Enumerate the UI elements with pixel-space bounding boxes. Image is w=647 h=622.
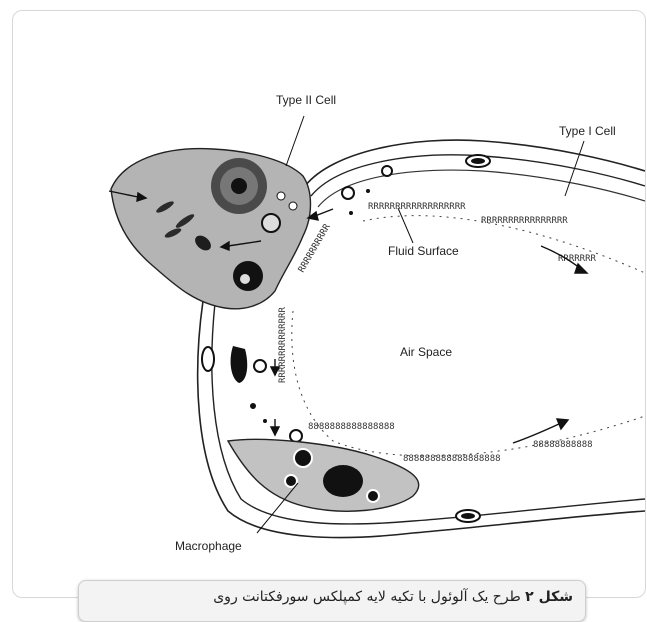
vesicle (289, 202, 297, 210)
svg-text:RRRRRRRRRRRRRRRR: RRRRRRRRRRRRRRRR (481, 216, 568, 226)
macrophage-body (228, 439, 419, 511)
type-ii-cell-label: Type II Cell (276, 93, 336, 107)
type-ii-cell-body (111, 149, 311, 309)
tubular-myelin (231, 346, 248, 383)
svg-text:8888888888888888: 8888888888888888 (308, 422, 395, 432)
diagram-frame: RRRRRRRRRRRRRRRRRR RRRRRRRRRRRRRRRR RRRR… (12, 10, 646, 598)
capillary-cell (202, 347, 214, 371)
air-space-label: Air Space (400, 345, 452, 359)
caption-body: طرح یک آلوئول با تکیه لایه کمپلکس سورفکت… (213, 589, 521, 605)
air-space-boundary (292, 216, 645, 456)
svg-text:888888888888888888: 888888888888888888 (403, 454, 501, 464)
fluid-surface-label: Fluid Surface (388, 244, 459, 258)
svg-text:RRRRRRRRRRRRRRRRRR: RRRRRRRRRRRRRRRRRR (368, 202, 466, 212)
type-i-cell-label: Type I Cell (559, 124, 616, 138)
figure-number: شکل ۲ (525, 589, 573, 605)
type-ii-nucleus (231, 178, 247, 194)
type-i-nucleus-core (471, 158, 485, 164)
vesicle (262, 214, 280, 232)
caption-text: شکل ۲ طرح یک آلوئول با تکیه لایه کمپلکس … (213, 589, 573, 605)
svg-text:RRRRRRRRRRRRRR: RRRRRRRRRRRRRR (278, 307, 288, 383)
endothelial-nucleus-core (461, 513, 475, 519)
macrophage-vacuole (294, 449, 312, 467)
svg-text:88888888888: 88888888888 (533, 440, 593, 450)
figure-caption: شکل ۲ طرح یک آلوئول با تکیه لایه کمپلکس … (78, 580, 586, 622)
lamellar-body-core (240, 274, 250, 284)
flow-arrows (513, 246, 587, 443)
macrophage-nucleus (323, 465, 363, 497)
svg-text:RRRRRRR: RRRRRRR (558, 254, 597, 264)
surfactant-monolayer: RRRRRRRRRRRRRRRRRR RRRRRRRRRRRRRRRR RRRR… (278, 202, 597, 464)
vesicle (277, 192, 285, 200)
macrophage-vacuole (367, 490, 379, 502)
macrophage-vacuole (285, 475, 297, 487)
macrophage-label: Macrophage (175, 539, 242, 553)
